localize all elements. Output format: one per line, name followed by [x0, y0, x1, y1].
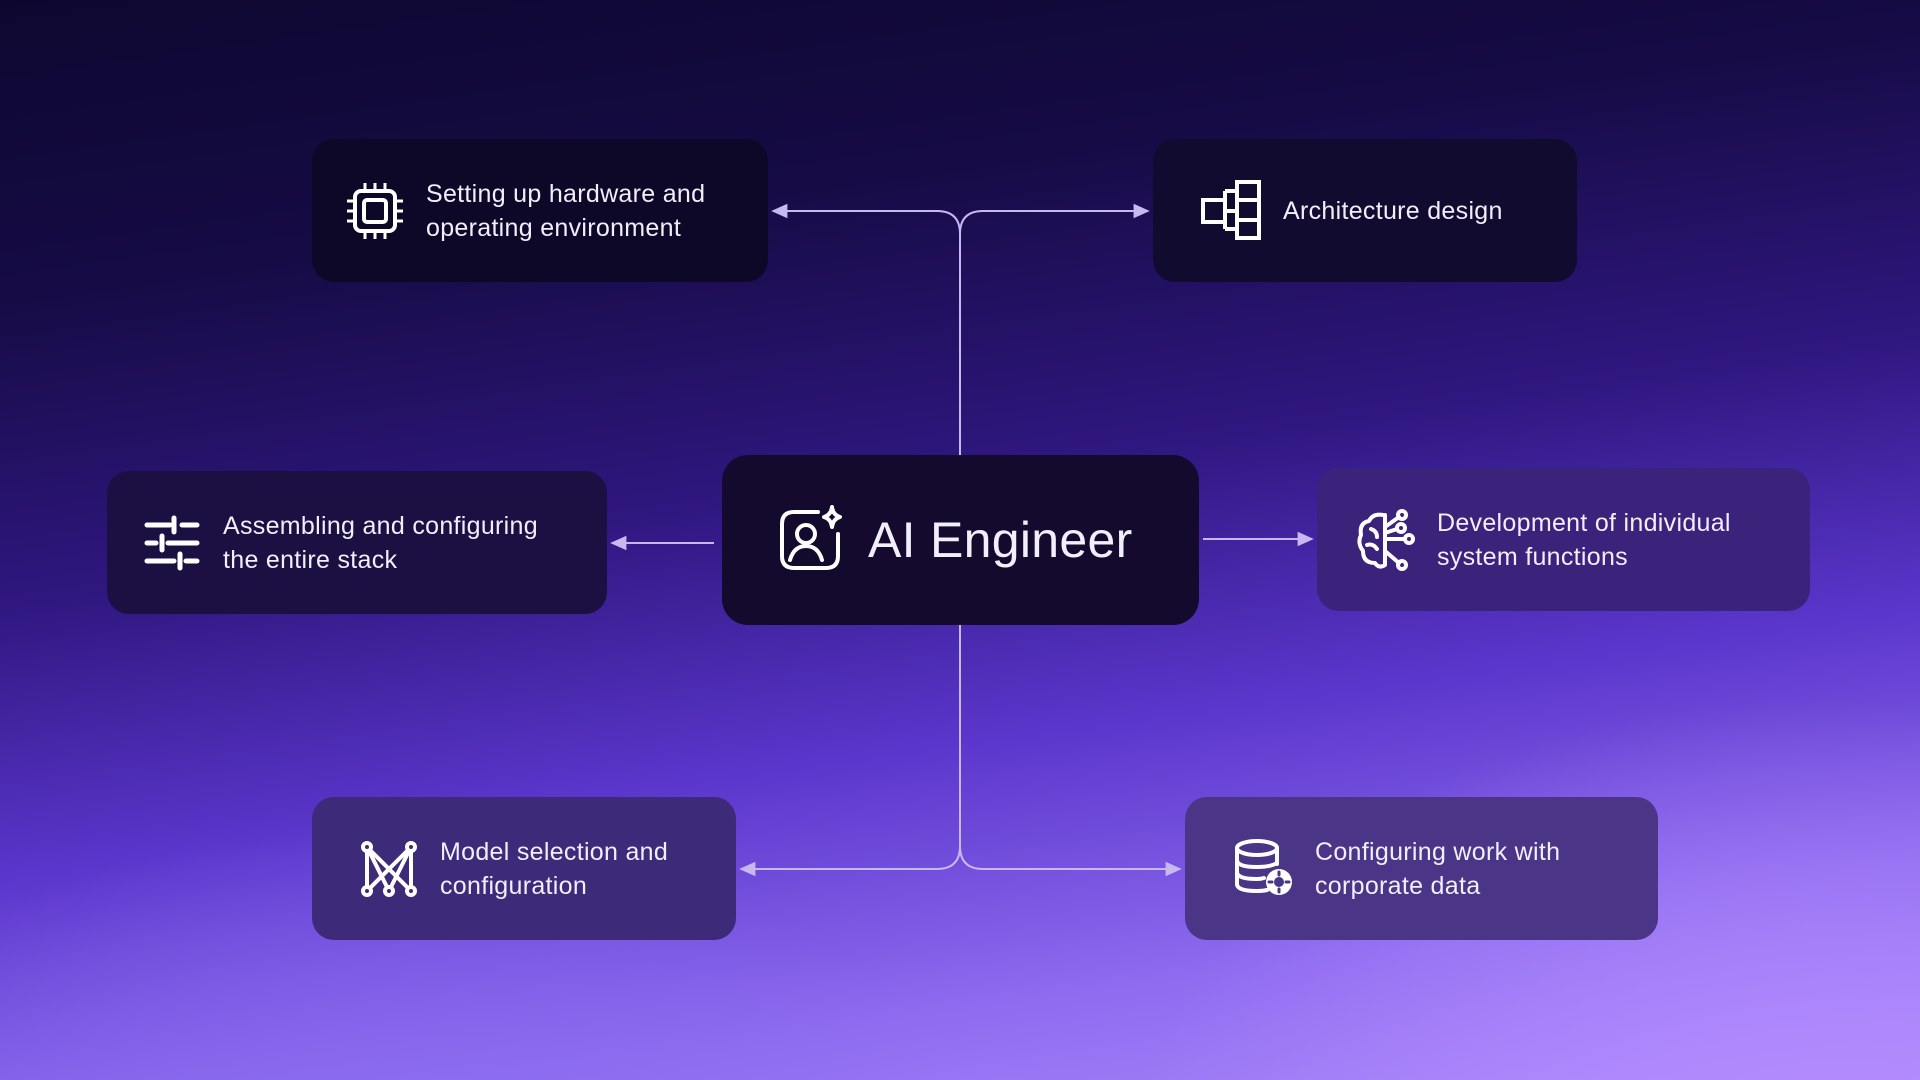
- sliders-icon: [141, 512, 203, 574]
- node-data-label: Configuring work with corporate data: [1315, 837, 1561, 900]
- node-hardware: Setting up hardware and operating enviro…: [312, 139, 768, 282]
- database-gear-icon: [1233, 838, 1295, 900]
- connector-to-model: [739, 625, 961, 877]
- connector-to-hardware: [771, 203, 961, 455]
- connector-to-architecture: [959, 203, 1150, 235]
- model-network-icon: [358, 838, 420, 900]
- node-stack-label: Assembling and configuring the entire st…: [223, 511, 538, 574]
- center-title: AI Engineer: [868, 512, 1133, 568]
- node-model-label: Model selection and configuration: [440, 837, 669, 900]
- node-data: Configuring work with corporate data: [1185, 797, 1658, 940]
- node-hardware-label: Setting up hardware and operating enviro…: [426, 179, 706, 242]
- node-development-label: Development of individual system functio…: [1437, 508, 1731, 571]
- node-architecture-label: Architecture design: [1283, 196, 1503, 225]
- brain-circuit-icon: [1355, 508, 1417, 571]
- user-sparkle-icon: [774, 504, 846, 576]
- architecture-blocks-icon: [1201, 179, 1263, 242]
- node-model: Model selection and configuration: [312, 797, 736, 940]
- node-architecture: Architecture design: [1153, 139, 1577, 282]
- node-development: Development of individual system functio…: [1317, 468, 1810, 611]
- center-node: AI Engineer: [722, 455, 1199, 625]
- connector-to-data: [959, 845, 1182, 877]
- node-stack: Assembling and configuring the entire st…: [107, 471, 607, 614]
- cpu-chip-icon: [344, 180, 406, 242]
